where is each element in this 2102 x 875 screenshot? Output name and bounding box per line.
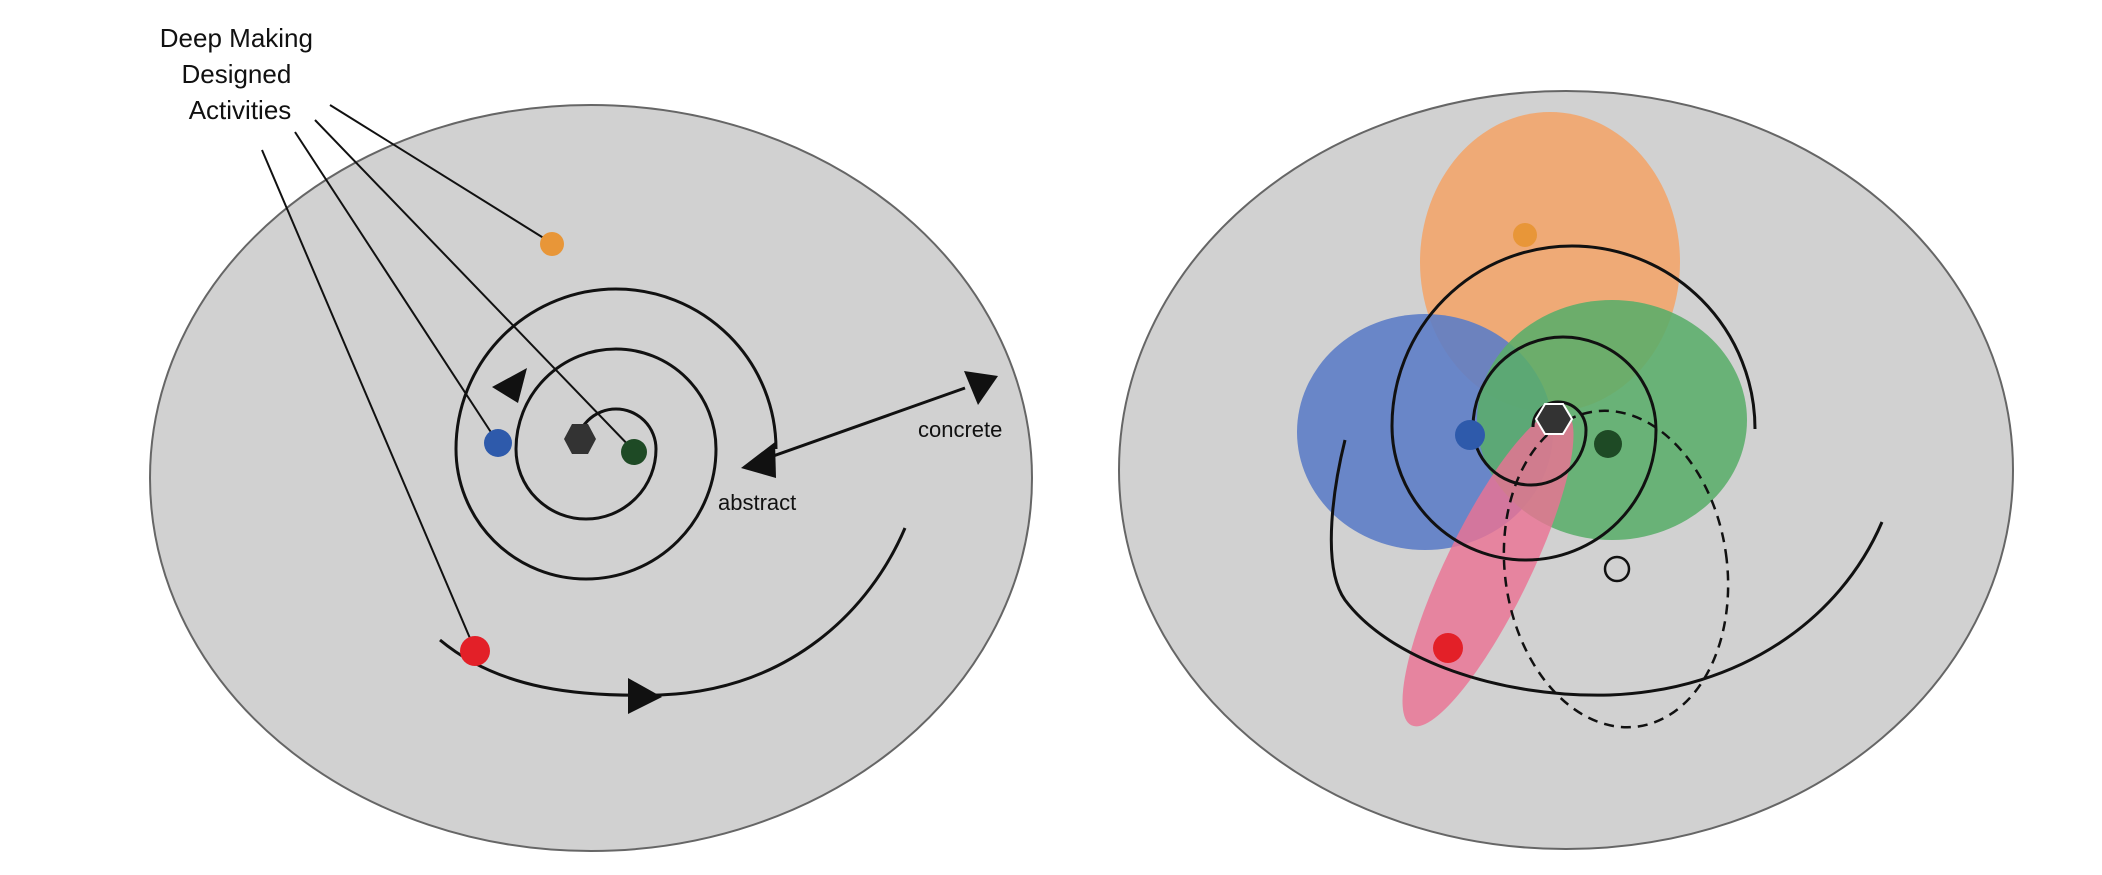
concrete-label: concrete	[918, 417, 1002, 442]
spiral-direction-arrow	[492, 368, 527, 403]
outer-arc	[439, 527, 907, 697]
callout-lines	[261, 104, 636, 651]
right-activity-dot-red	[1433, 633, 1463, 663]
left-diagram: Deep Making Designed Activities abstract…	[149, 23, 1033, 852]
abstract-arrowhead	[741, 442, 776, 478]
right-center-hexagon	[1534, 403, 1574, 435]
callout-line-2: Designed	[181, 59, 291, 89]
right-activity-dot-orange	[1513, 223, 1537, 247]
right-outer-arc	[1329, 439, 1884, 697]
abstract-concrete-axis	[761, 386, 966, 462]
callout-title: Deep Making Designed Activities	[160, 23, 320, 125]
activity-dot-blue	[484, 429, 512, 457]
callout-line-1: Deep Making	[160, 23, 313, 53]
center-hexagon	[564, 424, 596, 454]
right-activity-dot-blue	[1455, 420, 1485, 450]
activity-dot-dark-green	[621, 439, 647, 465]
right-diagram	[1118, 90, 2014, 850]
open-circle-marker	[1603, 555, 1631, 583]
right-spiral	[1390, 244, 1757, 562]
callout-line-3: Activities	[189, 95, 292, 125]
abstract-label: abstract	[718, 490, 796, 515]
left-spiral	[454, 287, 778, 581]
dashed-region	[1502, 409, 1730, 729]
activity-dot-red	[460, 636, 490, 666]
activity-dot-orange	[540, 232, 564, 256]
concrete-arrowhead	[964, 371, 998, 405]
right-activity-dot-dark-green	[1594, 430, 1622, 458]
outer-arc-arrow	[628, 678, 662, 714]
left-background-ellipse	[149, 104, 1033, 852]
